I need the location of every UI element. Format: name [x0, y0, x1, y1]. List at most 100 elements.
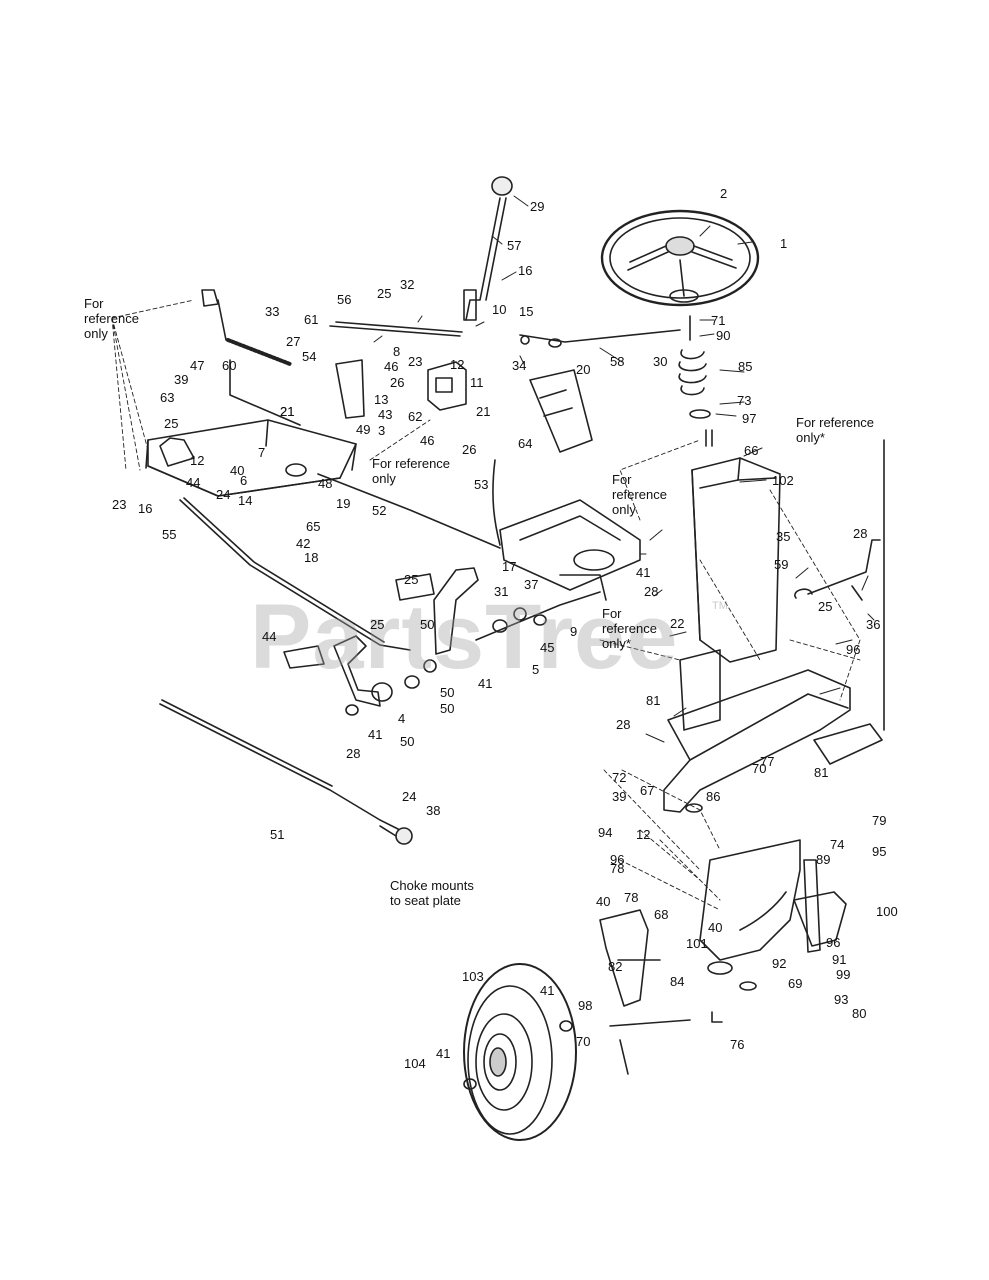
part-number-label: 30 — [653, 354, 668, 369]
part-number-label: 76 — [730, 1037, 745, 1052]
part-number-label: 101 — [686, 936, 708, 951]
part-number-label: 45 — [540, 640, 555, 655]
part-number-label: 63 — [160, 390, 175, 405]
part-number-label: 96 — [826, 935, 841, 950]
part-number-label: 44 — [186, 475, 201, 490]
part-number-label: 67 — [640, 783, 655, 798]
part-number-label: 90 — [716, 328, 731, 343]
part-number-label: 21 — [476, 404, 491, 419]
part-number-label: 81 — [646, 693, 661, 708]
part-number-label: 12 — [636, 827, 651, 842]
steering-wheel — [600, 209, 760, 307]
part-number-label: 41 — [478, 676, 493, 691]
part-number-label: 14 — [238, 493, 253, 508]
part-number-label: 96 — [846, 642, 861, 657]
part-number-label: 19 — [336, 496, 351, 511]
part-number-label: 40 — [230, 463, 245, 478]
leader-arrows — [373, 195, 875, 743]
part-number-label: 37 — [524, 577, 539, 592]
part-number-label: 46 — [384, 359, 399, 374]
part-number-label: 68 — [654, 907, 669, 922]
part-number-label: 7 — [258, 445, 266, 460]
part-number-label: 65 — [306, 519, 321, 534]
part-number-label: 52 — [372, 503, 387, 518]
part-number-label: 41 — [636, 565, 651, 580]
lift-rod — [794, 439, 885, 731]
part-number-label: 86 — [706, 789, 721, 804]
part-number-label: 82 — [608, 959, 623, 974]
part-number-label: 12 — [450, 357, 465, 372]
spring — [217, 299, 292, 366]
part-number-label: 18 — [304, 550, 319, 565]
part-number-label: 69 — [788, 976, 803, 991]
part-number-label: 28 — [346, 746, 361, 761]
part-number-label: 56 — [337, 292, 352, 307]
part-number-label: 62 — [408, 409, 423, 424]
part-number-label: 4 — [398, 711, 406, 726]
part-number-label: 44 — [262, 629, 277, 644]
part-number-label: 64 — [518, 436, 533, 451]
part-number-label: 53 — [474, 477, 489, 492]
part-number-label: 5 — [532, 662, 540, 677]
part-number-label: 71 — [711, 313, 726, 328]
part-number-label: 102 — [772, 473, 794, 488]
part-number-label: 77 — [760, 754, 775, 769]
part-number-label: 33 — [265, 304, 280, 319]
watermark-trademark: TM — [712, 600, 728, 612]
part-number-label: 40 — [708, 920, 723, 935]
front-wheel — [463, 963, 577, 1141]
part-number-label: 61 — [304, 312, 319, 327]
part-number-label: 11 — [470, 375, 484, 390]
part-number-label: 39 — [174, 372, 189, 387]
part-number-label: 50 — [440, 701, 455, 716]
note-reference-right: For reference only* — [796, 415, 875, 445]
part-number-label: 80 — [852, 1006, 867, 1021]
part-number-label: 38 — [426, 803, 441, 818]
part-number-label: 13 — [374, 392, 389, 407]
part-number-label: 96 — [610, 852, 625, 867]
part-number-label: 41 — [368, 727, 383, 742]
part-number-label: 89 — [816, 852, 831, 867]
part-number-label: 58 — [610, 354, 625, 369]
part-number-label: 91 — [832, 952, 847, 967]
part-number-label: 94 — [598, 825, 613, 840]
part-number-label: 84 — [670, 974, 685, 989]
part-number-label: 25 — [164, 416, 179, 431]
note-reference-axle: For reference only* — [602, 606, 657, 651]
part-number-label: 3 — [378, 423, 386, 438]
part-number-label: 73 — [737, 393, 752, 408]
part-number-label: 2 — [720, 186, 728, 201]
part-number-label: 97 — [742, 411, 757, 426]
part-number-label: 70 — [576, 1034, 591, 1049]
part-number-label: 47 — [190, 358, 205, 373]
part-number-label: 50 — [440, 685, 455, 700]
part-number-label: 48 — [318, 476, 333, 491]
part-number-label: 51 — [270, 827, 285, 842]
part-number-label: 100 — [876, 904, 898, 919]
part-number-label: 12 — [190, 453, 205, 468]
part-number-label: 21 — [280, 404, 295, 419]
part-number-label: 25 — [818, 599, 833, 614]
part-number-label: 70 — [752, 761, 767, 776]
part-number-label: 41 — [436, 1046, 451, 1061]
part-number-label: 103 — [462, 969, 484, 984]
part-number-label: 46 — [420, 433, 435, 448]
part-number-label: 8 — [393, 344, 401, 359]
part-number-label: 49 — [356, 422, 371, 437]
part-number-label: 28 — [644, 584, 659, 599]
part-number-label: 104 — [404, 1056, 426, 1071]
part-number-label: 10 — [492, 302, 507, 317]
part-number-label: 26 — [390, 375, 405, 390]
part-number-label: 20 — [576, 362, 591, 377]
part-number-label: 6 — [240, 473, 248, 488]
part-number-label: 66 — [744, 443, 759, 458]
part-number-label: 50 — [400, 734, 415, 749]
part-number-label: 28 — [853, 526, 868, 541]
steering-linkage — [519, 329, 681, 348]
part-number-label: 17 — [502, 559, 517, 574]
watermark: PartsTree — [250, 586, 679, 688]
part-number-label: 93 — [834, 992, 849, 1007]
part-number-label: 35 — [776, 529, 791, 544]
